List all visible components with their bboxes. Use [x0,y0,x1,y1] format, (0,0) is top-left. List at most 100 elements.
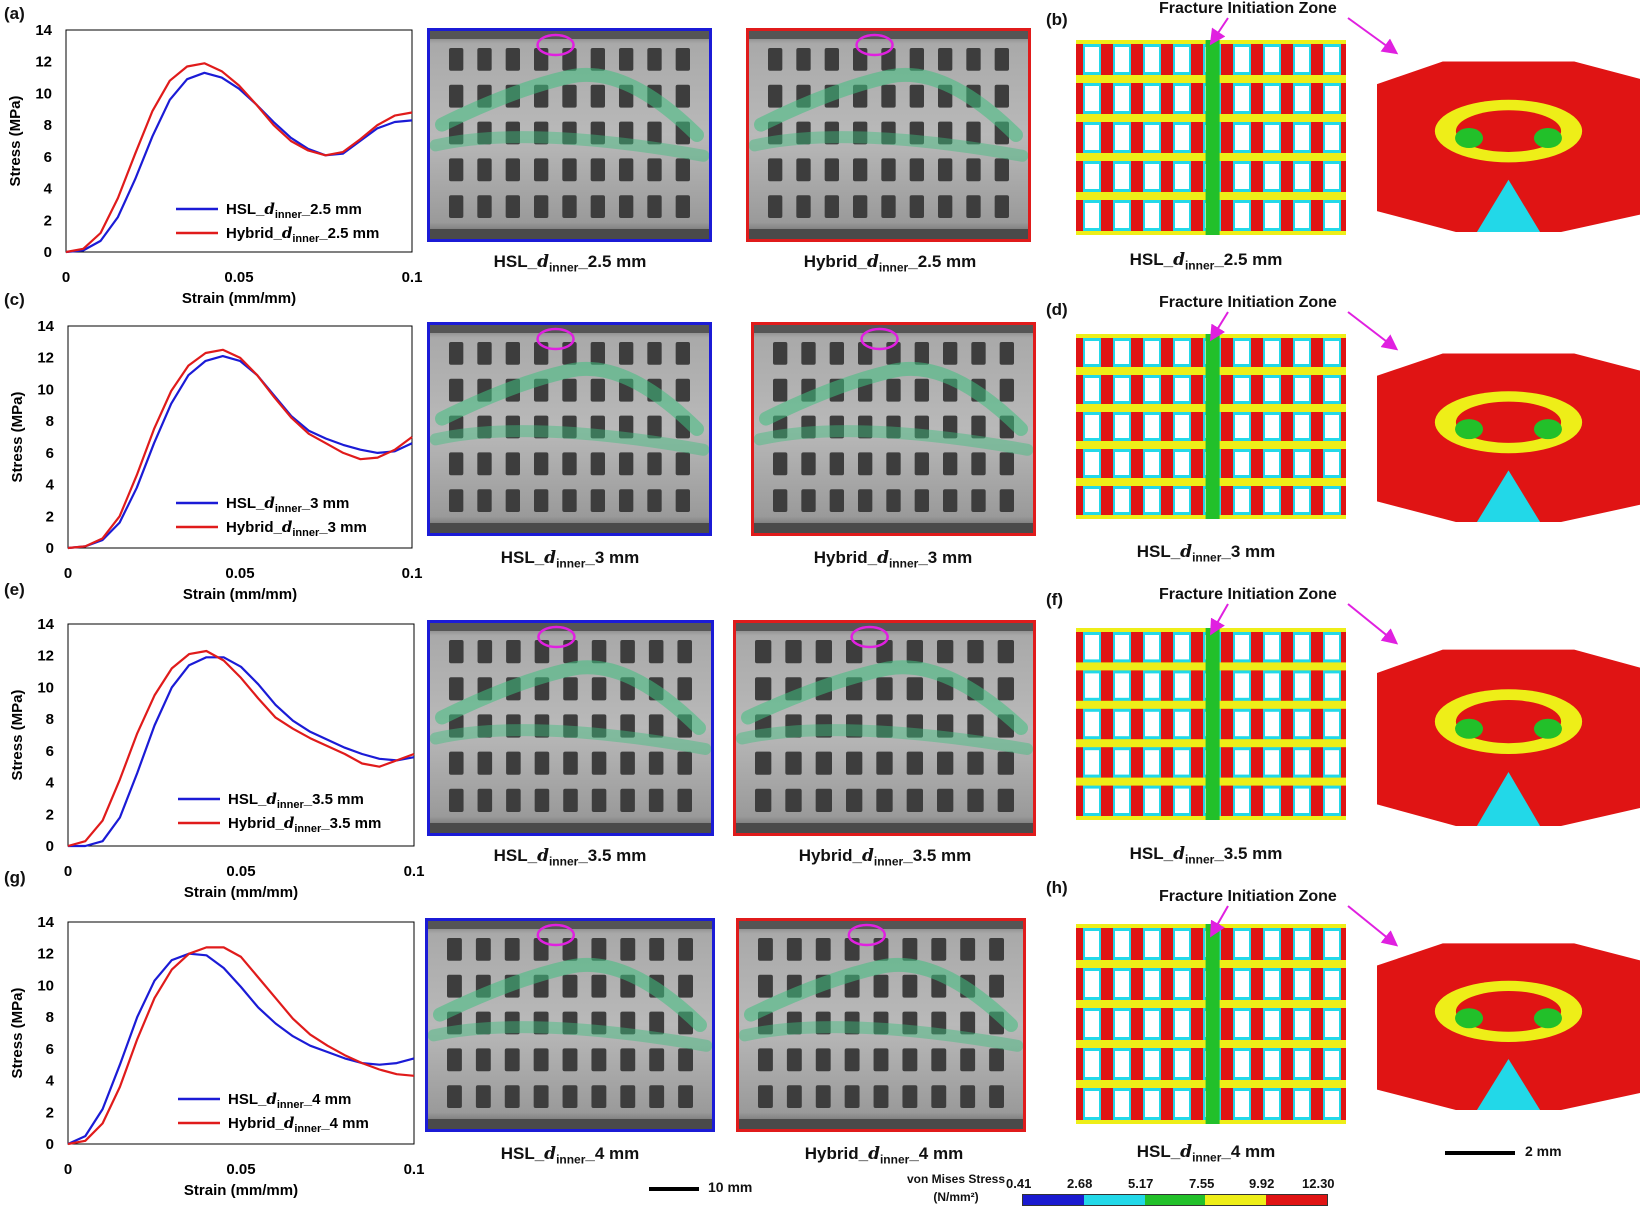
lattice-pore [590,195,605,218]
fea-pore [1235,931,1249,957]
lattice-pore [768,84,783,108]
zoom-spot [1533,1008,1562,1029]
fracture-band [754,425,1033,456]
lattice-pore [591,751,607,775]
lattice-pore [590,158,605,182]
lattice-pore [647,415,662,439]
fea-pore [1295,711,1309,737]
y-tick-label: 10 [37,679,54,696]
y-tick-label: 4 [46,1073,55,1090]
lattice-pore [853,195,868,218]
fracture-band [430,425,709,456]
lattice-pore [997,751,1014,775]
lattice-pore [447,1011,462,1035]
lattice-pore [873,1048,889,1072]
lattice-pore [505,121,520,145]
lattice-pore [873,1085,889,1108]
fea-pore [1325,971,1339,997]
fea-pore [1085,164,1099,189]
fracture-label-h: Fracture Initiation Zone [1159,888,1337,905]
fea-pore [1265,341,1279,364]
fracture-band [741,660,1028,735]
legend-label: Hybrid_dinner_4 mm [228,1114,369,1135]
x-tick-label: 0.05 [226,863,255,880]
fea-pore [1265,452,1279,475]
lattice-pore [590,84,605,108]
fea-pore [1325,341,1339,364]
lattice-pore [773,489,788,512]
fea-pore [1235,788,1249,813]
caption-hsl-3: HSL_dinner_3 mm [500,548,640,571]
fea-pore [1265,1091,1279,1117]
fea-vertical-strut [1221,40,1233,235]
fea-pore [1265,750,1279,775]
caption-fea-3-5: HSL_dinner_3.5 mm [1129,844,1283,867]
lattice-pore [562,158,577,182]
fea-center-strut [1205,40,1220,235]
fea-pore [1235,711,1249,737]
lattice-pore [477,158,492,182]
lattice-pore [505,48,520,71]
fea-pore [1175,47,1189,72]
fracture-band [744,957,1018,1032]
lattice-pore [796,48,811,71]
fea-pore [1295,164,1309,189]
lattice-pore [824,158,839,182]
lattice-pore [999,378,1014,402]
lattice-pore [966,158,981,182]
lattice-pore [971,489,986,512]
zoom-spot [1455,718,1484,739]
platen-top [736,623,1033,631]
lattice-pore [449,378,464,402]
zoom-node-4 [1377,943,1640,1110]
lattice-pore [449,195,464,218]
lattice-pore [815,751,832,775]
fea-pore [1325,164,1339,189]
fea-vertical-strut [1341,628,1346,820]
lattice-pore [773,415,788,439]
lattice-pore [876,677,893,701]
lattice-pore [801,489,816,512]
fea-pore [1325,711,1339,737]
series-line-hybrid [65,62,413,254]
fea-pore [1145,673,1159,698]
fea-pore [1115,415,1129,438]
lattice-pore [591,1048,607,1072]
lattice-pore [534,714,550,738]
fea-pore [1085,378,1099,401]
lattice-pore [675,84,690,108]
fea-pore [1175,125,1189,150]
lattice-pore [873,974,889,998]
x-axis-label: Strain (mm/mm) [183,586,297,603]
lattice-pore [477,415,492,439]
platen-top [739,921,1023,929]
lattice-pore [844,1011,860,1035]
series-line-hybrid [67,946,415,1146]
lattice-pore [504,938,520,961]
x-tick-label: 0.05 [224,269,253,286]
colorbar-tick-1: 0.41 [1006,1176,1032,1191]
lattice-pore [853,158,868,182]
legend-label: HSL_dinner_3.5 mm [228,790,364,811]
colorbar [1022,1194,1328,1206]
lattice-pore [506,788,521,812]
y-tick-label: 10 [37,977,54,994]
zoom-core [1455,401,1562,443]
lattice-pore [829,342,844,365]
lattice-pore [785,751,802,775]
zoom-node-3-5 [1377,649,1640,826]
lattice-pore [563,751,578,775]
fea-vertical-strut [1251,924,1263,1124]
fracture-label-d: Fracture Initiation Zone [1159,294,1337,311]
lattice-pore [937,788,954,812]
platen-bottom [749,229,1028,239]
lattice-pore [755,751,772,775]
fracture-circle [860,327,899,351]
fracture-band [435,361,704,436]
lattice-pore [477,714,493,738]
lattice-pore [796,121,811,145]
fea-pore [1115,47,1129,72]
lattice-pore [649,1085,665,1108]
lattice-pore [824,121,839,145]
